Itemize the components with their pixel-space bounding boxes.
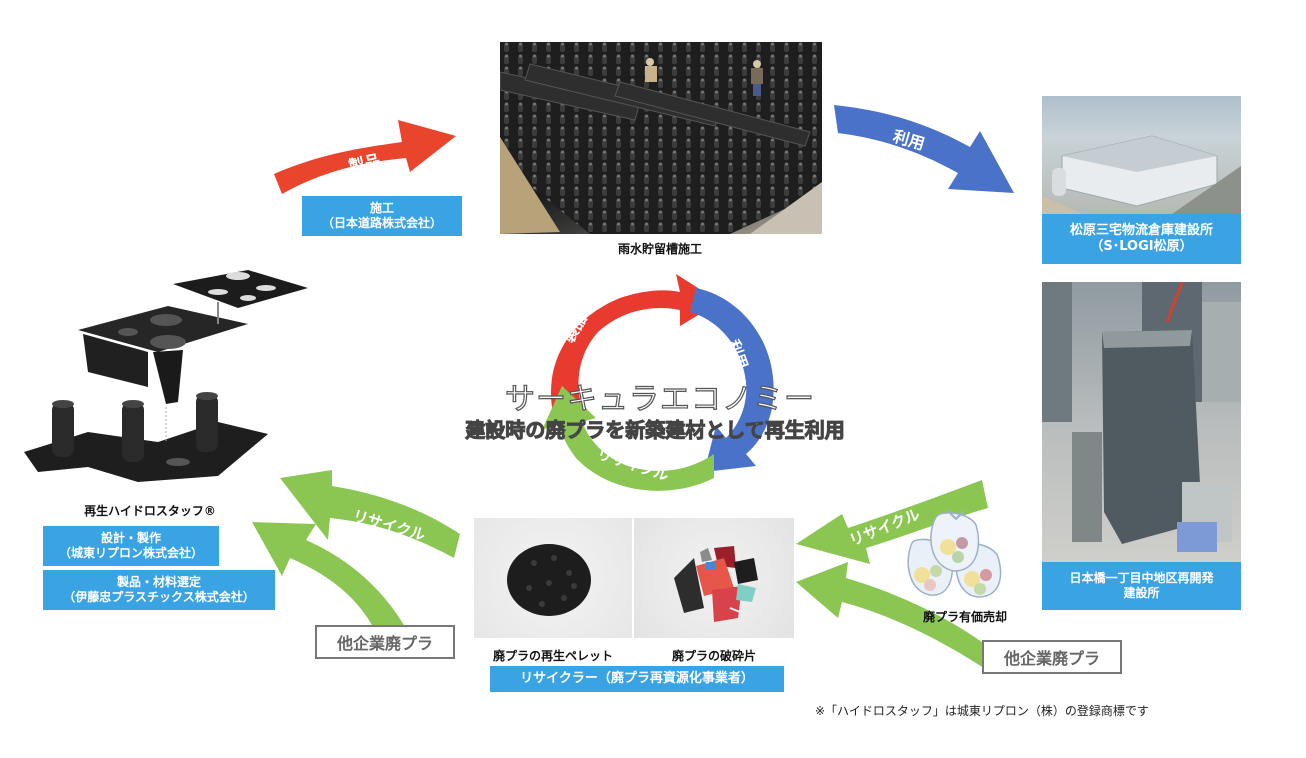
fragment-photo xyxy=(634,518,794,638)
use-arrow-shape xyxy=(834,105,1014,193)
material-label-line2: （伊藤忠プラスチックス株式会社） xyxy=(63,590,255,604)
product-arrow-shape xyxy=(274,120,456,194)
storage-tank-caption: 雨水貯留槽施工 xyxy=(617,242,702,256)
trademark-footnote: ※「ハイドロスタッフ」は城東リプロン（株）の登録商標です xyxy=(815,704,1149,718)
product-arrow: 製品 xyxy=(274,120,456,194)
design-label-box: 設計・製作 （城東リプロン株式会社） xyxy=(43,526,219,566)
nihonbashi-label-box: 日本橋一丁目中地区再開発 建設所 xyxy=(1042,562,1241,610)
hydrostuff-product-illustration xyxy=(24,270,308,482)
construction-label-box: 施工 （日本道路株式会社） xyxy=(302,196,462,236)
cycle-subtitle: 建設時の廃プラを新築建材として再生利用 xyxy=(465,418,845,443)
matsubara-label-line1: 松原三宅物流倉庫建設所 xyxy=(1069,222,1213,238)
recycler-label-box: リサイクラー（廃プラ再資源化事業者） xyxy=(490,666,784,692)
left-recycle-arrows: リサイクル xyxy=(252,470,460,632)
pellet-caption: 廃プラの再生ペレット xyxy=(492,649,613,663)
recycle-arrow-upper xyxy=(280,470,460,558)
cycle-segment-use xyxy=(690,288,774,472)
use-arrow: 利用 xyxy=(834,105,1014,193)
nihonbashi-label-line2: 建設所 xyxy=(1123,586,1160,600)
right-recycle-arrows: リサイクル xyxy=(796,480,990,668)
storage-tank-photo xyxy=(500,42,822,234)
fragment-caption: 廃プラの破砕片 xyxy=(671,649,756,663)
design-label-line2: （城東リプロン株式会社） xyxy=(58,546,203,560)
material-label-line1: 製品・材料選定 xyxy=(116,575,201,589)
material-label-box: 製品・材料選定 （伊藤忠プラスチックス株式会社） xyxy=(43,570,275,610)
nihonbashi-tower-photo xyxy=(1042,282,1241,562)
construction-label-line1: 施工 xyxy=(369,201,394,215)
nihonbashi-label-line1: 日本橋一丁目中地区再開発 xyxy=(1069,571,1214,585)
waste-bags-illustration xyxy=(907,510,1002,598)
sale-caption: 廃プラ有価売却 xyxy=(922,610,1007,624)
cycle-title: サーキュラエコノミー xyxy=(504,381,815,417)
other-waste-label-left: 他企業廃プラ xyxy=(315,625,455,659)
middle-plate xyxy=(78,306,248,352)
circular-economy-cycle: 製品 利用 リサイクル xyxy=(542,274,774,491)
other-waste-label-right: 他企業廃プラ xyxy=(982,640,1122,674)
recycle-arrow-right xyxy=(796,480,988,564)
pellet-photo xyxy=(474,518,632,638)
other-waste-arrow-right xyxy=(796,562,990,668)
other-waste-arrow-left xyxy=(252,522,408,632)
matsubara-label-box: 松原三宅物流倉庫建設所 （S･LOGI松原） xyxy=(1042,214,1241,264)
product-name: 再生ハイドロスタッフ® xyxy=(84,504,216,518)
top-plate xyxy=(173,270,308,308)
matsubara-label-line2: （S･LOGI松原） xyxy=(1090,239,1193,254)
cycle-segment-recycle xyxy=(542,386,714,491)
matsubara-warehouse-photo xyxy=(1042,96,1241,214)
design-label-line1: 設計・製作 xyxy=(100,531,161,545)
construction-label-line2: （日本道路株式会社） xyxy=(321,216,442,230)
